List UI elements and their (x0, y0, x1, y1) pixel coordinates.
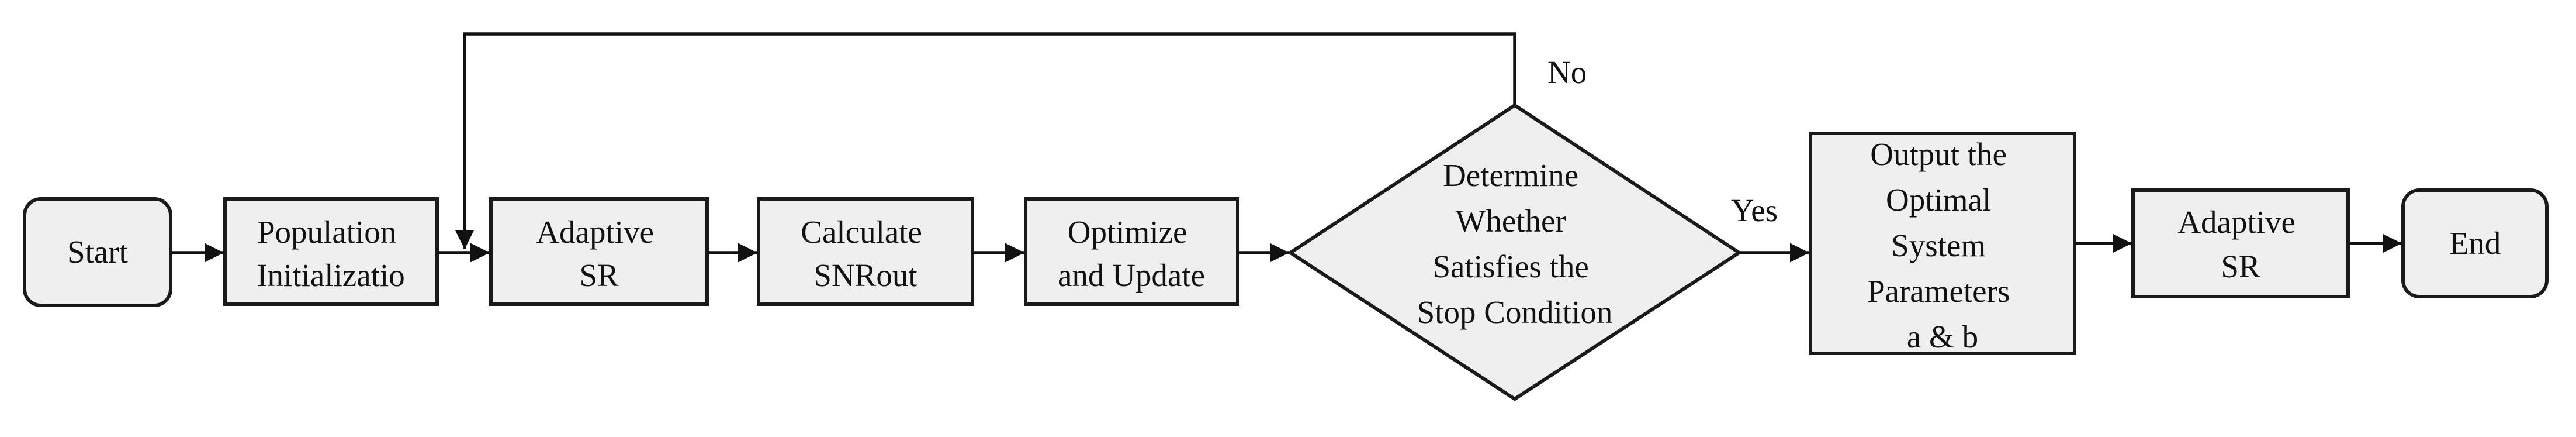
output-label-line-4: Parameters (1867, 273, 2010, 309)
output-label-line-5: a & b (1907, 319, 1978, 355)
optimize-update-label-line-1: Optimize (1068, 214, 1187, 250)
calculate-snrout-label-line-2: SNRout (813, 257, 917, 293)
population-init-label-line-2: Initializatio (257, 257, 405, 293)
svg-text:Determine Whether: Determine Whether Satisfies the Stop Con… (1417, 157, 1613, 330)
population-init-label-line-1: Population (257, 214, 396, 250)
end-label: End (2449, 225, 2501, 261)
arrow-decision-no-feedback-loop (455, 32, 1516, 249)
decision-label-line-2: Whether (1455, 203, 1566, 239)
svg-text:Population Initializatio: Population Initializatio (257, 214, 405, 293)
output-label-line-3: System (1891, 228, 1986, 263)
optimize-update-label-line-2: and Update (1058, 257, 1205, 293)
stop-condition-decision-node: Determine Whether Satisfies the Stop Con… (1287, 103, 1743, 401)
yes-edge-label: Yes (1731, 192, 1778, 228)
no-edge-label: No (1547, 54, 1587, 90)
optimize-update-node: Optimize and Update (1024, 197, 1239, 306)
population-initialization-node: Population Initializatio (223, 197, 439, 306)
calculate-snrout-label-line-1: Calculate (801, 214, 922, 250)
decision-label-line-1: Determine (1443, 157, 1578, 193)
start-label: Start (67, 234, 128, 270)
svg-text:Calculate SNRout: Calculate SNRout (801, 214, 930, 293)
output-label-line-1: Output the (1870, 136, 2007, 172)
adaptive-sr-node-1: Adaptive SR (489, 197, 709, 306)
svg-text:Optimize and Update: Optimize and Update (1058, 214, 1205, 293)
adaptive-sr-2-label-line-2: SR (2221, 249, 2260, 284)
output-label-line-2: Optimal (1886, 182, 1991, 218)
svg-text:End: End (2449, 225, 2501, 261)
end-node: End (2401, 188, 2549, 298)
start-node: Start (23, 197, 172, 307)
svg-text:Adaptive SR: Adaptive SR (2177, 204, 2303, 284)
adaptive-sr-node-2: Adaptive SR (2131, 188, 2350, 298)
adaptive-sr-2-label-line-1: Adaptive (2177, 204, 2295, 240)
calculate-snrout-node: Calculate SNRout (757, 197, 974, 306)
svg-text:Adaptive SR: Adaptive SR (536, 214, 662, 293)
adaptive-sr-1-label-line-2: SR (579, 257, 619, 293)
decision-label-line-4: Stop Condition (1417, 294, 1613, 330)
output-parameters-node: Output the Optimal System Parameters a &… (1809, 132, 2076, 355)
svg-text:Output the Optimal: Output the Optimal System Parameters a &… (1867, 136, 2018, 355)
decision-label-line-3: Satisfies the (1432, 249, 1588, 284)
adaptive-sr-1-label-line-1: Adaptive (536, 214, 654, 250)
svg-text:Start: Start (67, 234, 128, 270)
